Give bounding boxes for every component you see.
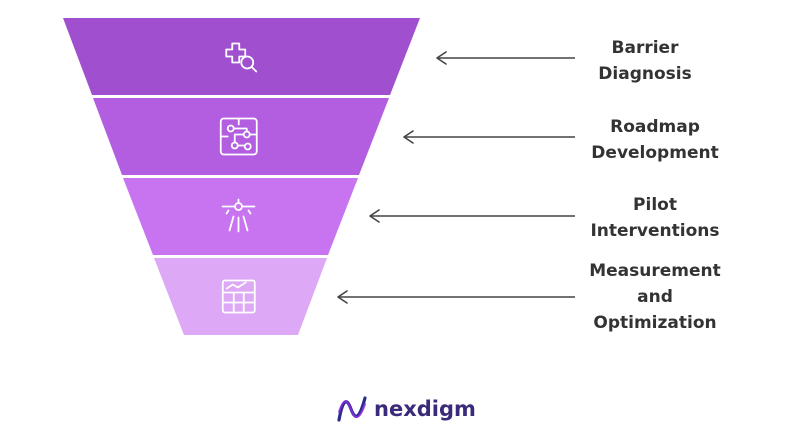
airplane-landing-icon [221,198,256,233]
chart-grid-icon [221,279,256,314]
flowchart-icon [219,117,258,156]
stage-label-2: Roadmap Development [591,117,719,163]
nexdigm-logo: nexdigm [336,394,476,424]
funnel-stage-3 [123,178,358,255]
arrow-4 [337,290,575,304]
funnel-stage-2 [93,98,389,175]
funnel-stage-4 [154,258,327,335]
stage-label-4: Measurement and Optimization [589,261,721,333]
arrow-1 [436,51,575,65]
arrow-2 [403,130,575,144]
brand-name: nexdigm [374,397,476,421]
medical-search-icon [225,42,258,73]
arrow-3 [369,209,575,223]
stage-label-1: Barrier Diagnosis [598,38,692,84]
nexdigm-mark-icon [337,396,367,422]
stage-label-3: Pilot Interventions [590,195,720,241]
